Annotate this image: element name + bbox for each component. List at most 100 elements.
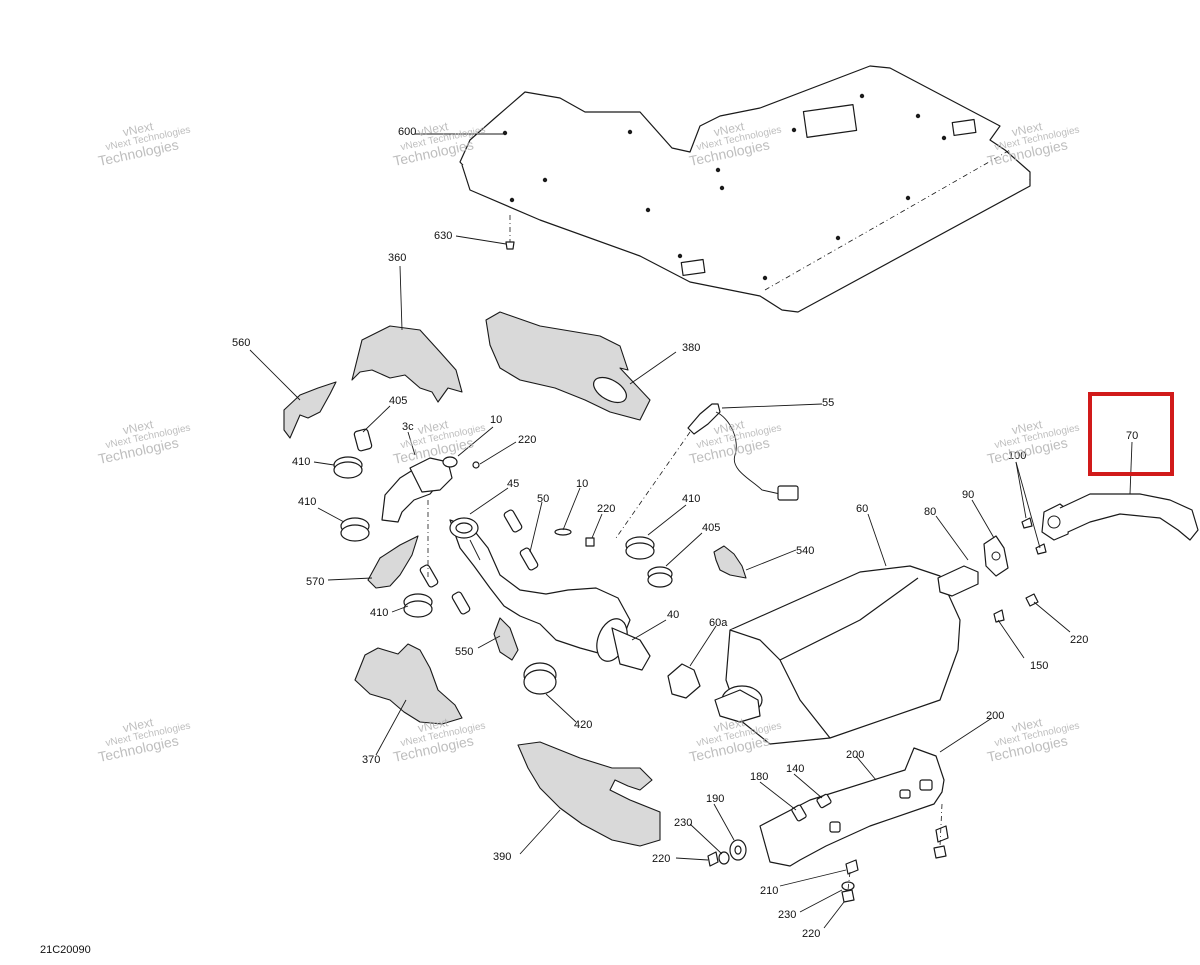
callout-230-left: 230 xyxy=(674,817,692,829)
callout-150: 150 xyxy=(1030,660,1048,672)
callout-380: 380 xyxy=(682,342,700,354)
heat-shield-390[interactable] xyxy=(517,741,661,847)
callout-90: 90 xyxy=(962,489,974,501)
callout-60a: 60a xyxy=(709,617,728,629)
bolt-150[interactable] xyxy=(993,609,1005,623)
clamp-410-b[interactable] xyxy=(340,517,370,542)
watermark: vNext vNext Technologies Technologies xyxy=(97,417,192,467)
svg-text:vNext: vNext xyxy=(121,417,155,437)
callout-40: 40 xyxy=(667,609,679,621)
callout-80: 80 xyxy=(924,506,936,518)
svg-text:vNext: vNext xyxy=(416,715,450,735)
callout-540: 540 xyxy=(796,545,814,557)
callout-220-mid: 220 xyxy=(597,503,615,515)
callout-220-upper: 220 xyxy=(518,434,536,446)
deflector-540[interactable] xyxy=(713,545,747,579)
clamp-60a[interactable] xyxy=(667,663,701,699)
deflector-550[interactable] xyxy=(493,617,519,661)
callout-70: 70 xyxy=(1126,430,1138,442)
callout-410-c: 410 xyxy=(682,493,700,505)
heat-shield-360[interactable] xyxy=(351,325,463,403)
callout-220-bottom: 220 xyxy=(802,928,820,940)
heat-shield-570[interactable] xyxy=(367,535,419,589)
watermark: vNext vNext Technologies Technologies xyxy=(97,119,192,169)
push-rivet-630[interactable] xyxy=(505,215,515,250)
callout-220-right: 220 xyxy=(1070,634,1088,646)
callout-140: 140 xyxy=(786,763,804,775)
svg-text:vNext: vNext xyxy=(1010,417,1044,437)
callout-600: 600 xyxy=(398,126,416,138)
callout-190: 190 xyxy=(706,793,724,805)
callout-405-lower: 405 xyxy=(702,522,720,534)
callout-labels: 600 630 360 380 560 405 410 10 220 3c 45… xyxy=(232,126,1138,940)
bolt-210-stack[interactable] xyxy=(841,859,859,903)
watermark: vNext vNext Technologies Technologies xyxy=(986,119,1081,169)
svg-text:vNext: vNext xyxy=(712,119,746,139)
springs-group[interactable] xyxy=(419,509,539,615)
exhaust-manifold[interactable] xyxy=(381,457,651,671)
watermark: vNext vNext Technologies Technologies xyxy=(392,715,487,765)
callout-230-bottom: 230 xyxy=(778,909,796,921)
muffler-60[interactable] xyxy=(714,565,961,745)
callout-370: 370 xyxy=(362,754,380,766)
rubber-mount-190[interactable] xyxy=(729,839,747,861)
heat-shield-370[interactable] xyxy=(354,643,463,725)
heat-shield-plate-600[interactable] xyxy=(459,65,1031,313)
bolts-100[interactable] xyxy=(1021,517,1047,555)
watermark: vNext vNext Technologies Technologies xyxy=(392,417,487,467)
clamp-410-a[interactable] xyxy=(333,456,363,479)
callout-100: 100 xyxy=(1008,450,1026,462)
svg-text:vNext: vNext xyxy=(416,417,450,437)
watermark: vNext vNext Technologies Technologies xyxy=(97,715,192,765)
callout-390: 390 xyxy=(493,851,511,863)
deflector-560[interactable] xyxy=(283,381,337,439)
callout-420: 420 xyxy=(574,719,592,731)
svg-text:vNext: vNext xyxy=(121,715,155,735)
callout-410-b: 410 xyxy=(298,496,316,508)
tailpipe-70[interactable] xyxy=(1041,493,1199,541)
callout-200-right: 200 xyxy=(986,710,1004,722)
watermark: vNext vNext Technologies Technologies xyxy=(986,417,1081,467)
heat-shield-380[interactable] xyxy=(485,311,651,421)
callout-570: 570 xyxy=(306,576,324,588)
spring-405-lower[interactable] xyxy=(647,566,673,588)
oxygen-sensor-55[interactable] xyxy=(615,403,799,539)
callout-560: 560 xyxy=(232,337,250,349)
clamp-410-c[interactable] xyxy=(625,536,655,560)
leader-lines xyxy=(249,133,1133,929)
washer-230[interactable] xyxy=(718,851,730,865)
callout-10-upper: 10 xyxy=(490,414,502,426)
drawing-code: 21C20090 xyxy=(40,944,91,956)
svg-text:vNext: vNext xyxy=(121,119,155,139)
callout-550: 550 xyxy=(455,646,473,658)
callout-405-upper: 405 xyxy=(389,395,407,407)
callout-210: 210 xyxy=(760,885,778,897)
callout-410-a: 410 xyxy=(292,456,310,468)
spring-405-upper[interactable] xyxy=(353,428,373,452)
callout-60: 60 xyxy=(856,503,868,515)
callout-45: 45 xyxy=(507,478,519,490)
svg-text:vNext: vNext xyxy=(1010,715,1044,735)
svg-text:vNext: vNext xyxy=(712,417,746,437)
callout-50: 50 xyxy=(537,493,549,505)
callout-180: 180 xyxy=(750,771,768,783)
grommet-right[interactable] xyxy=(933,825,949,859)
callout-200-mid: 200 xyxy=(846,749,864,761)
gasket-80[interactable] xyxy=(937,565,979,597)
callout-3c: 3c xyxy=(402,421,414,433)
callout-55: 55 xyxy=(822,397,834,409)
highlight-box-70 xyxy=(1088,392,1174,476)
callout-410-d: 410 xyxy=(370,607,388,619)
flange-90[interactable] xyxy=(983,535,1009,577)
clamp-410-d[interactable] xyxy=(403,593,433,618)
callout-630: 630 xyxy=(434,230,452,242)
callout-220-left: 220 xyxy=(652,853,670,865)
nut-220-left[interactable] xyxy=(707,851,719,867)
svg-text:vNext: vNext xyxy=(712,715,746,735)
callout-10-mid: 10 xyxy=(576,478,588,490)
svg-text:vNext: vNext xyxy=(1010,119,1044,139)
clamp-420[interactable] xyxy=(523,662,557,695)
bracket-200[interactable] xyxy=(759,747,945,867)
svg-text:vNext: vNext xyxy=(416,119,450,139)
